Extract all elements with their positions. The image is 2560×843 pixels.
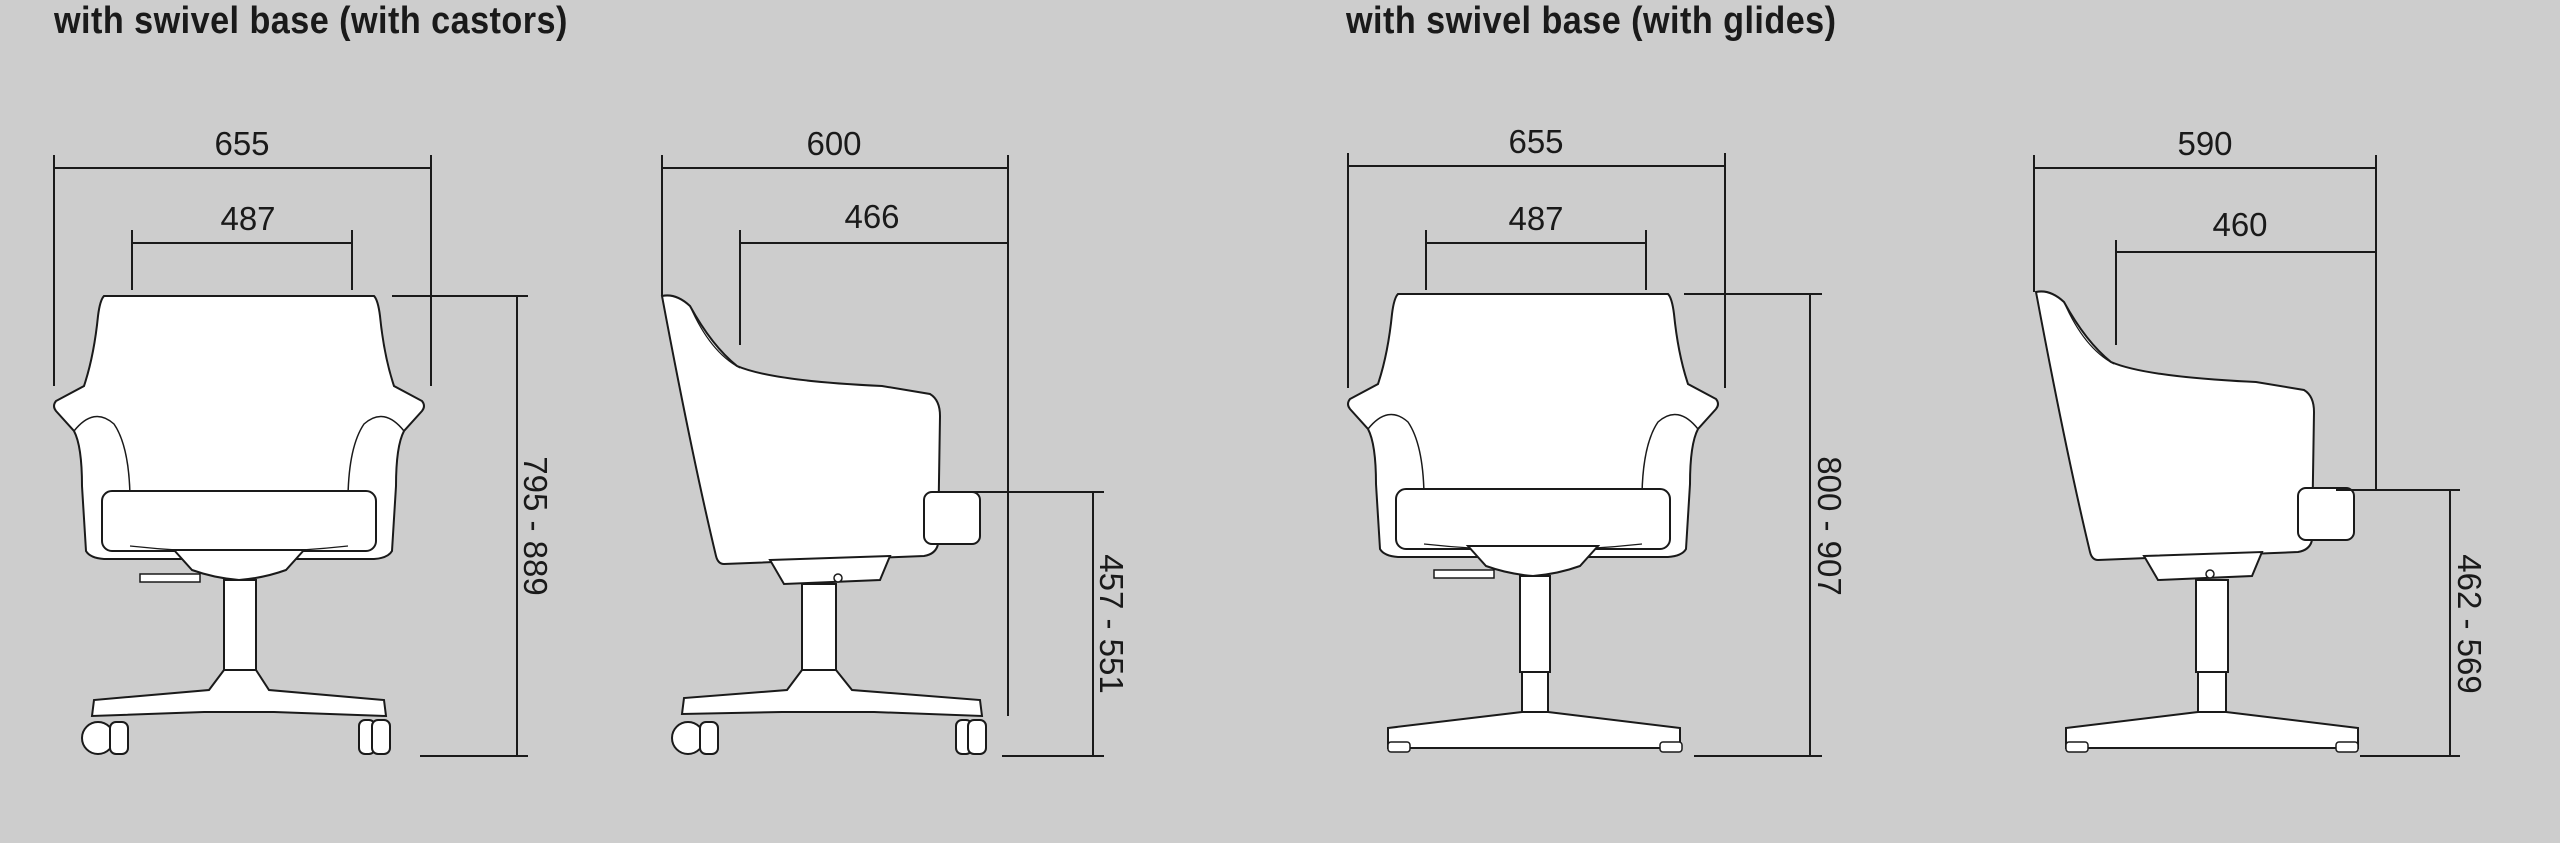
chair-glides-side	[2035, 290, 2359, 753]
dim-castors-side-seat-depth: 466	[844, 198, 899, 235]
chair-castors-front	[53, 295, 425, 755]
dim-glides-front-height: 800 - 907	[1811, 456, 1848, 595]
dim-castors-side-overall-depth: 600	[806, 125, 861, 162]
heading-glides: with swivel base (with glides)	[1346, 0, 1837, 42]
dim-glides-side-seat-depth: 460	[2212, 206, 2267, 243]
dim-castors-front-height: 795 - 889	[517, 456, 554, 595]
dim-glides-side-seat-height: 462 - 569	[2451, 554, 2488, 693]
chair-castors-side	[661, 294, 987, 755]
heading-castors: with swivel base (with castors)	[54, 0, 568, 42]
chair-glides-front	[1347, 293, 1719, 753]
dim-glides-front-overall-width: 655	[1508, 123, 1563, 160]
dim-castors-front-seat-width: 487	[220, 200, 275, 237]
dim-glides-side-overall-depth: 590	[2177, 125, 2232, 162]
dim-glides-front-seat-width: 487	[1508, 200, 1563, 237]
dim-castors-side-seat-height: 457 - 551	[1093, 554, 1130, 693]
dim-castors-front-overall-width: 655	[214, 125, 269, 162]
